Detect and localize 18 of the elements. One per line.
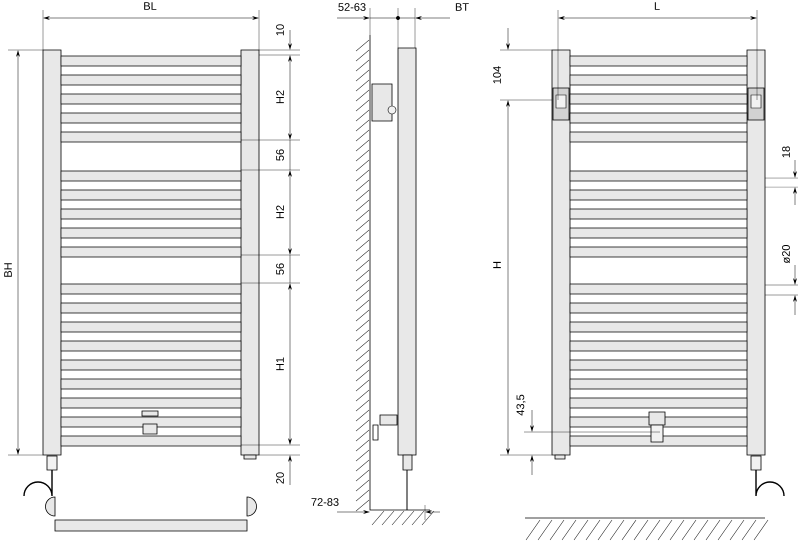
dimension-label: BH	[4, 263, 12, 277]
dimension-label: BL	[144, 2, 156, 10]
dimension-label: 52-63	[338, 3, 366, 11]
dimension-label: 20	[276, 472, 284, 484]
dimension-label: 72-83	[312, 498, 339, 506]
dimension-label: ø20	[782, 244, 790, 264]
dimension-label: L	[654, 2, 660, 10]
dimension-label: 18	[782, 146, 790, 158]
dimension-label: 104	[493, 66, 501, 84]
dimension-label: H	[493, 262, 501, 268]
dimension-label: H1	[276, 358, 284, 370]
dimension-label: BT	[456, 3, 469, 11]
dimension-label: H2	[276, 206, 284, 218]
dimension-label: 56	[276, 263, 284, 275]
dimension-label: H2	[276, 90, 284, 104]
dimension-label: 10	[276, 24, 284, 36]
dimension-label: 43,5	[516, 394, 526, 416]
dimension-label: 56	[276, 149, 284, 161]
